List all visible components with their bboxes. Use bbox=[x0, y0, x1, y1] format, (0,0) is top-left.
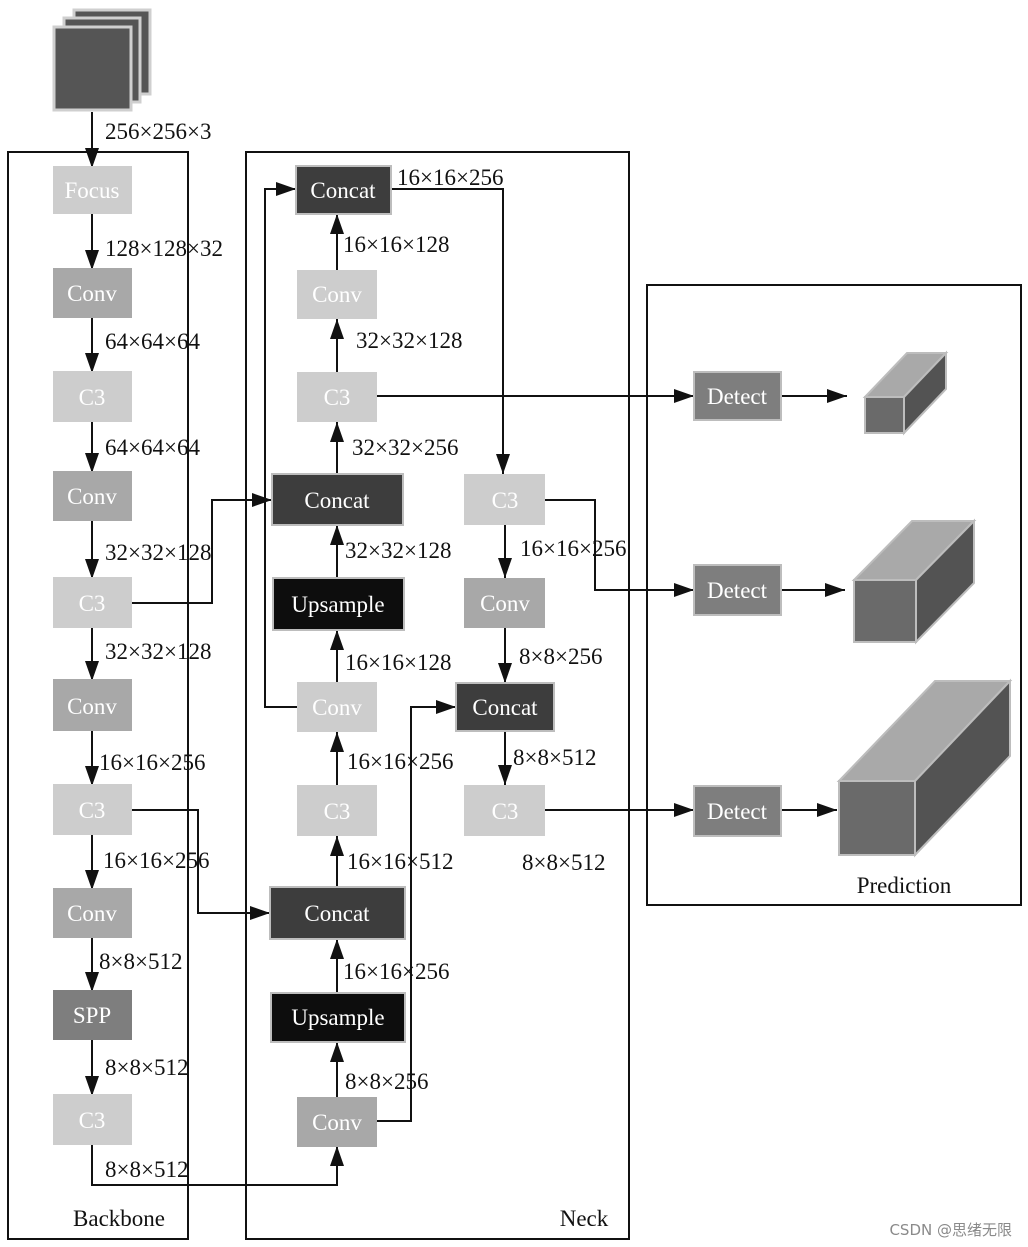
image-stack-icon bbox=[52, 8, 152, 112]
edge-label-nk-concat-c3: 16×16×512 bbox=[347, 849, 453, 874]
node-neck-conv-b: Conv bbox=[297, 682, 377, 732]
node-neck-upsample-b-label: Upsample bbox=[291, 592, 384, 617]
node-neck-upsample-b: Upsample bbox=[272, 577, 405, 631]
node-neck-c3-c-label: C3 bbox=[492, 488, 519, 513]
node-neck-conv-b-label: Conv bbox=[312, 695, 362, 720]
node-detect-1: Detect bbox=[693, 371, 782, 421]
node-neck-conv-a: Conv bbox=[297, 1097, 377, 1147]
node-focus-label: Focus bbox=[65, 178, 120, 203]
edge-label-nk-conv-right: 8×8×256 bbox=[519, 644, 602, 669]
prediction-label: Prediction bbox=[857, 873, 952, 898]
edge-c3-to-detect-2 bbox=[545, 499, 694, 597]
prediction-frame bbox=[646, 284, 1022, 906]
edge-label-nk-up2-concat: 32×32×128 bbox=[345, 538, 451, 563]
node-backbone-conv-1: Conv bbox=[53, 268, 132, 318]
node-backbone-c3-4-label: C3 bbox=[79, 1108, 106, 1133]
node-neck-conv-c-label: Conv bbox=[312, 282, 362, 307]
node-neck-upsample-a: Upsample bbox=[270, 992, 406, 1043]
edge-label-input-focus: 256×256×3 bbox=[105, 119, 211, 144]
edge-nk-concat-top-to-c3 bbox=[391, 188, 510, 474]
node-spp: SPP bbox=[53, 990, 132, 1040]
edge-nk-conv-skip-right bbox=[377, 700, 456, 1122]
edge-label-conv-c3: 64×64×64 bbox=[105, 329, 200, 354]
node-neck-c3-b: C3 bbox=[297, 372, 377, 422]
node-backbone-c3-2: C3 bbox=[53, 577, 132, 628]
node-backbone-c3-3-label: C3 bbox=[79, 798, 106, 823]
edge-bb-c3-2-to-concat bbox=[132, 493, 272, 604]
edge-label-nk-c3-conv2: 32×32×128 bbox=[356, 328, 462, 353]
edge-label-conv-spp: 8×8×512 bbox=[99, 949, 182, 974]
node-neck-concat-a-label: Concat bbox=[304, 901, 370, 926]
node-backbone-conv-2-label: Conv bbox=[67, 484, 117, 509]
node-neck-c3-b-label: C3 bbox=[324, 385, 351, 410]
node-detect-2: Detect bbox=[693, 564, 782, 616]
node-neck-c3-a: C3 bbox=[297, 785, 377, 836]
node-neck-concat-d-label: Concat bbox=[472, 695, 538, 720]
feature-cube-icon bbox=[862, 350, 949, 436]
node-backbone-conv-4-label: Conv bbox=[67, 901, 117, 926]
node-backbone-conv-3: Conv bbox=[53, 679, 132, 731]
node-detect-2-label: Detect bbox=[707, 578, 768, 603]
node-neck-conv-d: Conv bbox=[464, 578, 545, 628]
edge-label-spp-c3: 8×8×512 bbox=[105, 1055, 188, 1080]
edge-label-nk-conv2-concat: 16×16×128 bbox=[343, 232, 449, 257]
node-focus: Focus bbox=[53, 166, 132, 214]
node-backbone-conv-1-label: Conv bbox=[67, 281, 117, 306]
edge-label-nk-concat2-c3: 32×32×256 bbox=[352, 435, 458, 460]
feature-cube-icon bbox=[851, 518, 977, 645]
node-backbone-conv-2: Conv bbox=[53, 471, 132, 521]
node-neck-conv-c: Conv bbox=[297, 270, 377, 319]
edge-label-c3-conv: 64×64×64 bbox=[105, 435, 200, 460]
node-neck-conv-d-label: Conv bbox=[480, 591, 530, 616]
node-neck-conv-a-label: Conv bbox=[312, 1110, 362, 1135]
edge-label-conv-c3-3: 16×16×256 bbox=[99, 750, 205, 775]
edge-label-c3-neck: 8×8×512 bbox=[105, 1157, 188, 1182]
node-detect-3: Detect bbox=[693, 785, 782, 837]
edge-label-nk-c3-right: 16×16×256 bbox=[520, 536, 626, 561]
node-backbone-c3-4: C3 bbox=[53, 1094, 132, 1145]
node-backbone-c3-3: C3 bbox=[53, 784, 132, 835]
neck-frame bbox=[245, 151, 630, 1240]
node-neck-concat-c: Concat bbox=[295, 165, 392, 215]
edge-label-focus-conv: 128×128×32 bbox=[105, 236, 223, 261]
node-neck-concat-b-label: Concat bbox=[304, 488, 370, 513]
edge-label-c3-conv-3: 16×16×256 bbox=[103, 848, 209, 873]
edge-label-nk-conv-up2: 16×16×128 bbox=[345, 650, 451, 675]
node-backbone-c3-1-label: C3 bbox=[79, 385, 106, 410]
edge-label-nk-concat-right: 8×8×512 bbox=[513, 745, 596, 770]
node-detect-3-label: Detect bbox=[707, 799, 768, 824]
edge-label-nk-c3-conv: 16×16×256 bbox=[347, 749, 453, 774]
edge-label-conv-c3-2: 32×32×128 bbox=[105, 540, 211, 565]
node-neck-concat-a: Concat bbox=[269, 886, 406, 940]
node-backbone-c3-2-label: C3 bbox=[79, 591, 106, 616]
watermark: CSDN @思绪无限 bbox=[889, 1221, 1012, 1239]
node-spp-label: SPP bbox=[73, 1003, 111, 1028]
edge-label-nk-c3-out: 8×8×512 bbox=[522, 850, 605, 875]
edge-label-c3-conv-2: 32×32×128 bbox=[105, 639, 211, 664]
backbone-label: Backbone bbox=[73, 1206, 165, 1231]
node-neck-concat-b: Concat bbox=[271, 473, 404, 526]
node-neck-upsample-a-label: Upsample bbox=[291, 1005, 384, 1030]
node-neck-c3-c: C3 bbox=[464, 474, 545, 525]
edge-nk-conv-skip-top bbox=[264, 182, 297, 708]
node-backbone-conv-3-label: Conv bbox=[67, 694, 117, 719]
node-neck-c3-a-label: C3 bbox=[324, 799, 351, 824]
edge-label-nk-concat-top: 16×16×256 bbox=[397, 165, 503, 190]
edge-label-nk-up-concat: 16×16×256 bbox=[343, 959, 449, 984]
edge-bb-c3-4-to-nk-conv bbox=[91, 1145, 344, 1186]
node-neck-c3-d-label: C3 bbox=[492, 799, 519, 824]
node-neck-concat-d: Concat bbox=[455, 682, 555, 732]
node-neck-concat-c-label: Concat bbox=[310, 178, 376, 203]
node-backbone-c3-1: C3 bbox=[53, 371, 132, 422]
edge-bb-c3-3-to-concat bbox=[132, 809, 270, 920]
feature-cube-icon bbox=[836, 678, 1013, 858]
node-backbone-conv-4: Conv bbox=[53, 888, 132, 938]
node-detect-1-label: Detect bbox=[707, 384, 768, 409]
edge-label-nk-conv-up: 8×8×256 bbox=[345, 1069, 428, 1094]
neck-label: Neck bbox=[560, 1206, 609, 1231]
node-neck-c3-d: C3 bbox=[464, 785, 545, 836]
